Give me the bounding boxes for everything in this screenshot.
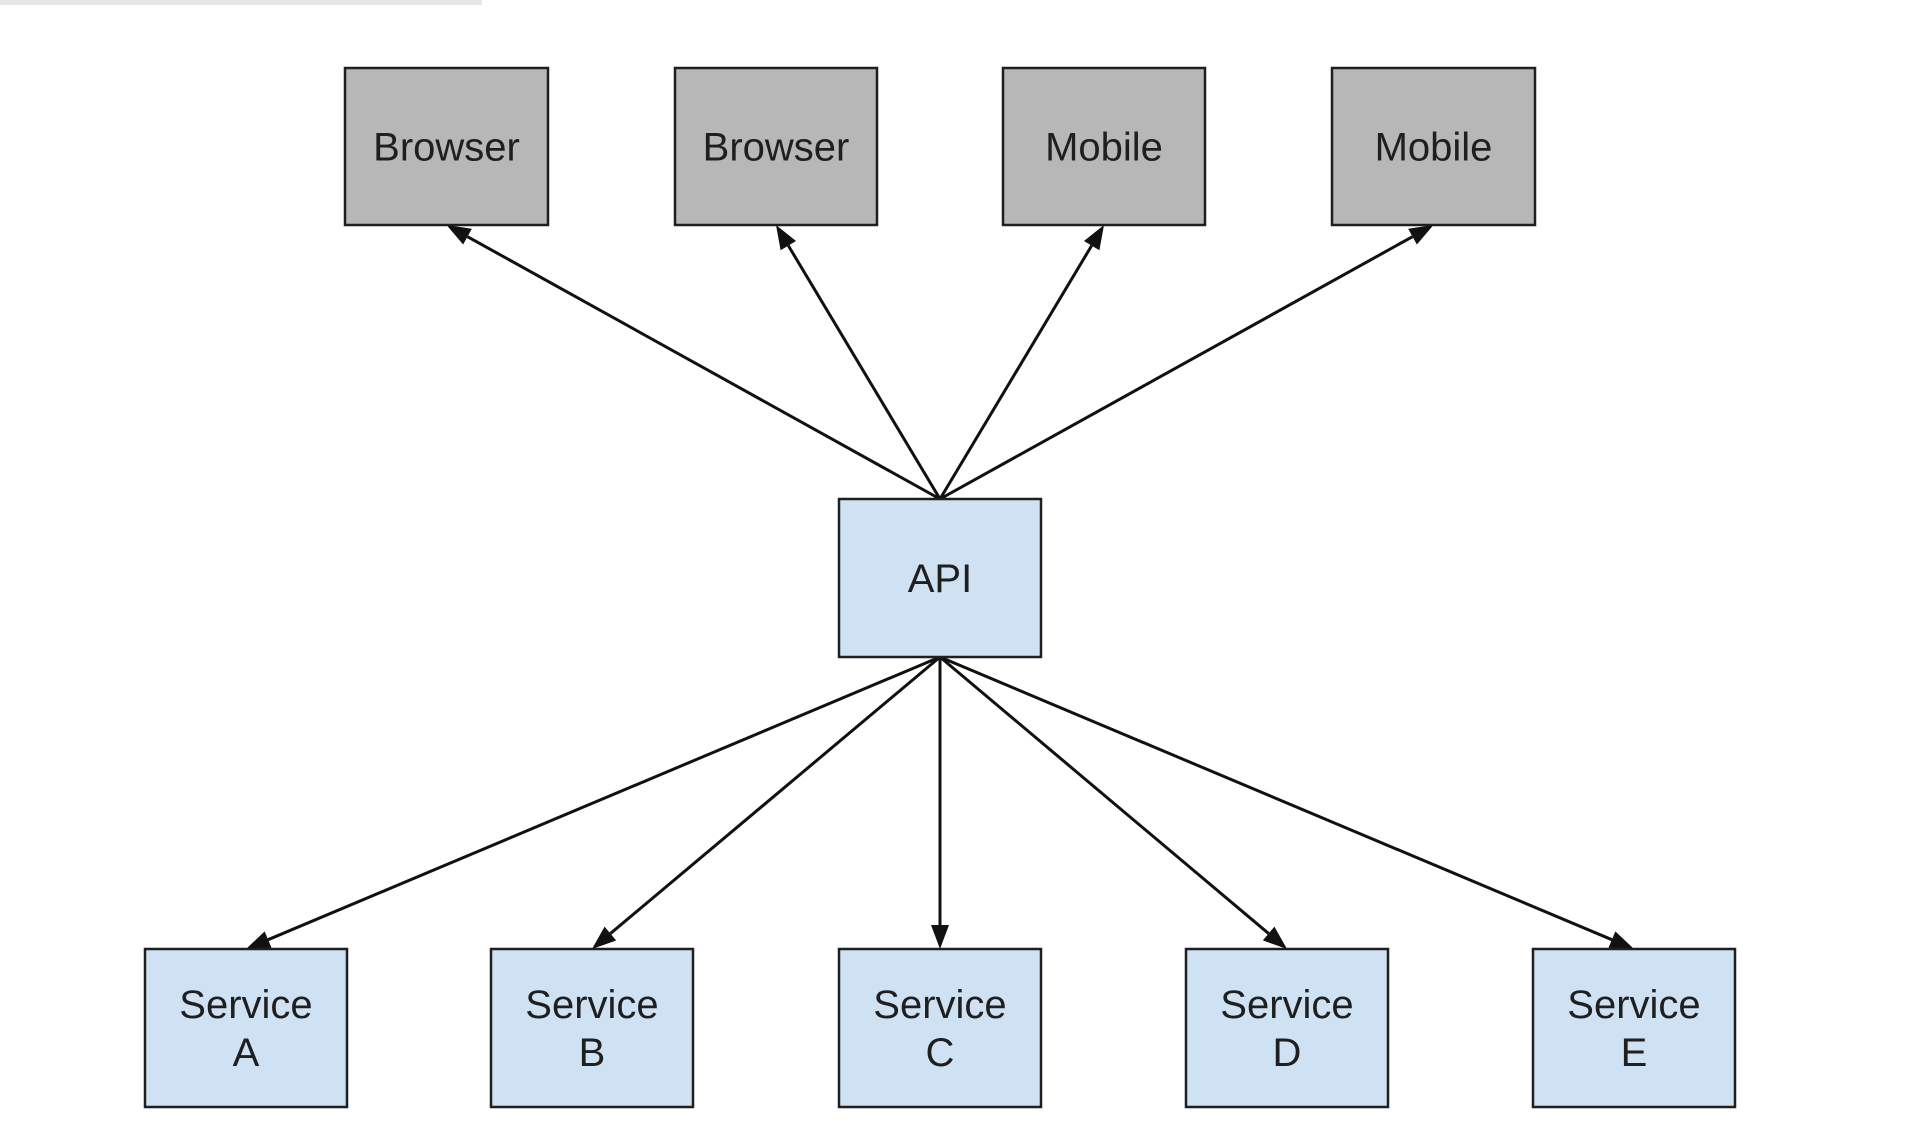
service-c-label-line-1: Service (873, 983, 1006, 1027)
browser-1-label: Browser (373, 126, 520, 170)
mobile-2-box: Mobile (1330, 66, 1537, 227)
mobile-1-rect (1001, 66, 1207, 227)
edge-api-to-browser-1 (466, 235, 941, 501)
mobile-1-label: Mobile (1045, 126, 1163, 170)
arrowhead-browser-2 (776, 225, 797, 251)
api-box: API (837, 497, 1043, 659)
browser-1-box: Browser (343, 66, 550, 227)
browser-1-rect (343, 66, 550, 227)
service-a-label-line-2: A (233, 1031, 260, 1075)
service-d-rect (1184, 947, 1390, 1109)
arrowhead-service-c (931, 925, 949, 949)
edge-api-to-mobile-2 (939, 235, 1414, 501)
browser-2-box: Browser (673, 66, 879, 227)
mobile-1-box: Mobile (1001, 66, 1207, 227)
browser-2-rect (673, 66, 879, 227)
mobile-2-label: Mobile (1375, 126, 1493, 170)
edge-api-to-mobile-1 (938, 244, 1093, 500)
arrowhead-service-a (246, 931, 272, 949)
arrowhead-browser-1 (446, 225, 472, 245)
mobile-2-rect (1330, 66, 1537, 227)
service-c-rect (837, 947, 1043, 1109)
top-scroll-strip (0, 0, 482, 5)
api-label: API (908, 557, 972, 601)
service-c-label-line-2: C (926, 1031, 955, 1075)
edge-api-to-service-b (609, 655, 941, 935)
edges-group (246, 225, 1634, 949)
edge-api-to-service-a (267, 655, 941, 942)
service-b-label-line-1: Service (525, 983, 658, 1027)
edge-api-to-browser-2 (787, 244, 942, 500)
service-b-label-line-2: B (579, 1031, 606, 1075)
service-d-label-line-1: Service (1220, 983, 1353, 1027)
service-b-rect (489, 947, 695, 1109)
arrowhead-mobile-1 (1083, 225, 1104, 251)
edge-api-to-service-e (939, 655, 1613, 942)
service-e-label-line-1: Service (1567, 983, 1700, 1027)
service-a-rect (143, 947, 349, 1109)
edge-api-to-service-d (939, 655, 1270, 935)
arrowhead-mobile-2 (1408, 225, 1434, 245)
arrowhead-service-e (1608, 931, 1634, 949)
service-a-label-line-1: Service (179, 983, 312, 1027)
service-d-label-line-2: D (1273, 1031, 1302, 1075)
api-rect (837, 497, 1043, 659)
service-e-rect (1531, 947, 1737, 1109)
browser-2-label: Browser (703, 126, 850, 170)
arrowhead-service-b (592, 926, 617, 949)
arrowhead-service-d (1262, 926, 1287, 949)
service-e-label-line-2: E (1621, 1031, 1648, 1075)
